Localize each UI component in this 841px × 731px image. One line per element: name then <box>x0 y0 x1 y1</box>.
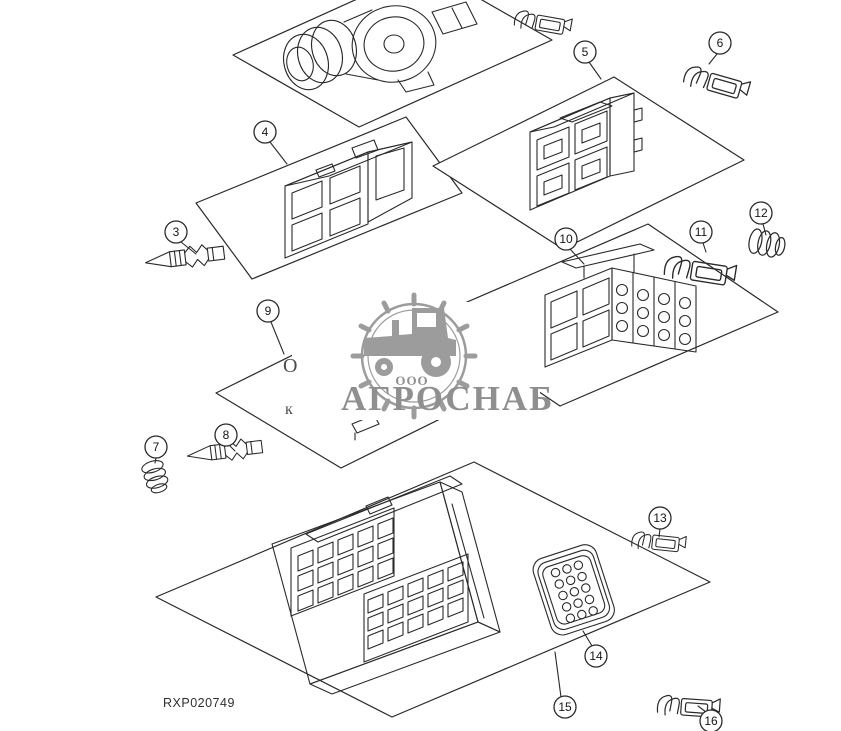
callout-3: 3 <box>164 220 197 255</box>
svg-text:7: 7 <box>153 440 160 454</box>
svg-text:5: 5 <box>582 45 589 59</box>
housing-connector-4-illustration <box>284 139 413 259</box>
callout-11: 11 <box>689 220 713 253</box>
svg-text:10: 10 <box>559 232 573 246</box>
svg-text:4: 4 <box>262 125 269 139</box>
callout-7: 7 <box>144 435 168 464</box>
svg-text:16: 16 <box>704 714 718 728</box>
callout-12: 12 <box>749 201 773 236</box>
wire-seal-grommet-14-illustration <box>532 544 615 636</box>
obscured-letter-bottom: к <box>285 401 293 418</box>
drawing-code: RXP020749 <box>163 696 235 710</box>
round-connector-illustration <box>282 1 478 93</box>
callout-8: 8 <box>214 423 238 452</box>
svg-text:12: 12 <box>754 206 768 220</box>
panel-outline-top <box>232 0 553 128</box>
callout-14: 14 <box>582 630 608 668</box>
obscured-letter-top: О <box>283 355 297 377</box>
svg-text:14: 14 <box>589 649 603 663</box>
callout-10: 10 <box>554 227 585 265</box>
callout-16: 16 <box>697 705 723 731</box>
svg-text:9: 9 <box>265 304 272 318</box>
callout-5: 5 <box>573 40 602 80</box>
multi-pin-connector-15-illustration <box>271 475 501 695</box>
svg-text:6: 6 <box>717 36 724 50</box>
svg-text:15: 15 <box>558 700 572 714</box>
svg-text:8: 8 <box>223 428 230 442</box>
panel-outline-15 <box>155 461 711 718</box>
callout-15: 15 <box>553 651 577 719</box>
callout-4: 4 <box>253 120 288 165</box>
svg-text:13: 13 <box>653 511 667 525</box>
watermark: ООО АГРОСНАБ <box>341 292 554 420</box>
watermark-gear-teeth <box>350 292 478 420</box>
panel-outline-4 <box>195 116 463 280</box>
callout-6: 6 <box>708 31 732 65</box>
watermark-org-type: ООО <box>395 373 428 388</box>
callout-9: 9 <box>256 299 285 355</box>
watermark-org-name: АГРОСНАБ <box>341 379 554 418</box>
svg-text:3: 3 <box>173 225 180 239</box>
callout-13: 13 <box>648 506 672 538</box>
svg-text:11: 11 <box>695 225 708 239</box>
housing-connector-5-illustration <box>529 92 643 211</box>
sealed-connector-10-illustration <box>544 243 697 368</box>
watermark-tractor-logo <box>364 308 456 377</box>
